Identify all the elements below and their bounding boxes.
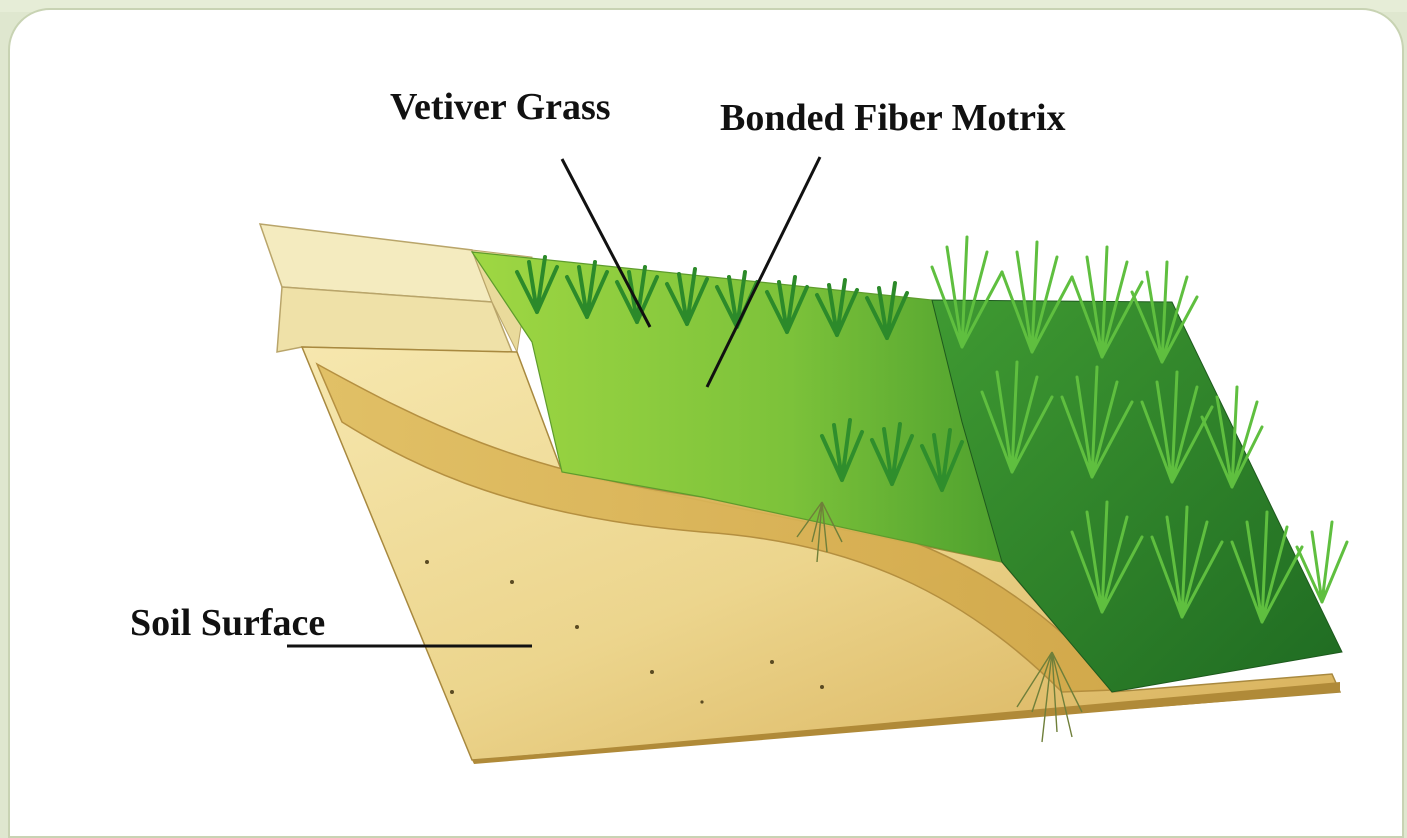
diagram-panel: Vetiver Grass Bonded Fiber Motrix Soil S… — [8, 8, 1404, 838]
vetiver-grass-label: Vetiver Grass — [390, 86, 611, 128]
bonded-fiber-matrix-label: Bonded Fiber Motrix — [720, 97, 1066, 139]
slope-diagram: Vetiver Grass Bonded Fiber Motrix Soil S… — [10, 10, 1404, 838]
terrace-top — [260, 224, 532, 352]
soil-surface-label: Soil Surface — [130, 602, 325, 644]
